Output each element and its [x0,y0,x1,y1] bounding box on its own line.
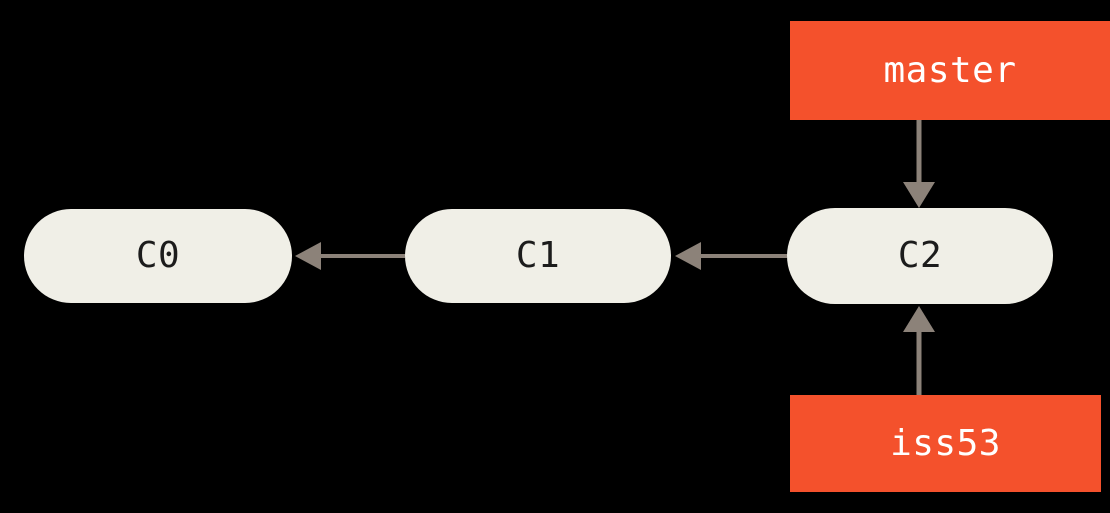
commit-label: C2 [897,235,943,276]
branch-label-iss53[interactable]: iss53 [790,395,1101,492]
branch-label-text: iss53 [890,422,1001,464]
edge-c2-to-c1 [675,242,787,270]
commit-label: C1 [515,235,561,276]
commit-node-c2[interactable]: C2 [787,208,1053,304]
edge-master-to-c2 [903,120,935,208]
commit-node-c1[interactable]: C1 [405,209,671,303]
branch-label-text: master [883,49,1017,91]
edge-iss53-to-c2 [903,306,935,395]
commit-node-c0[interactable]: C0 [24,209,292,303]
edge-c1-to-c0 [295,242,405,270]
branch-label-master[interactable]: master [790,21,1110,120]
commit-label: C0 [135,235,181,276]
